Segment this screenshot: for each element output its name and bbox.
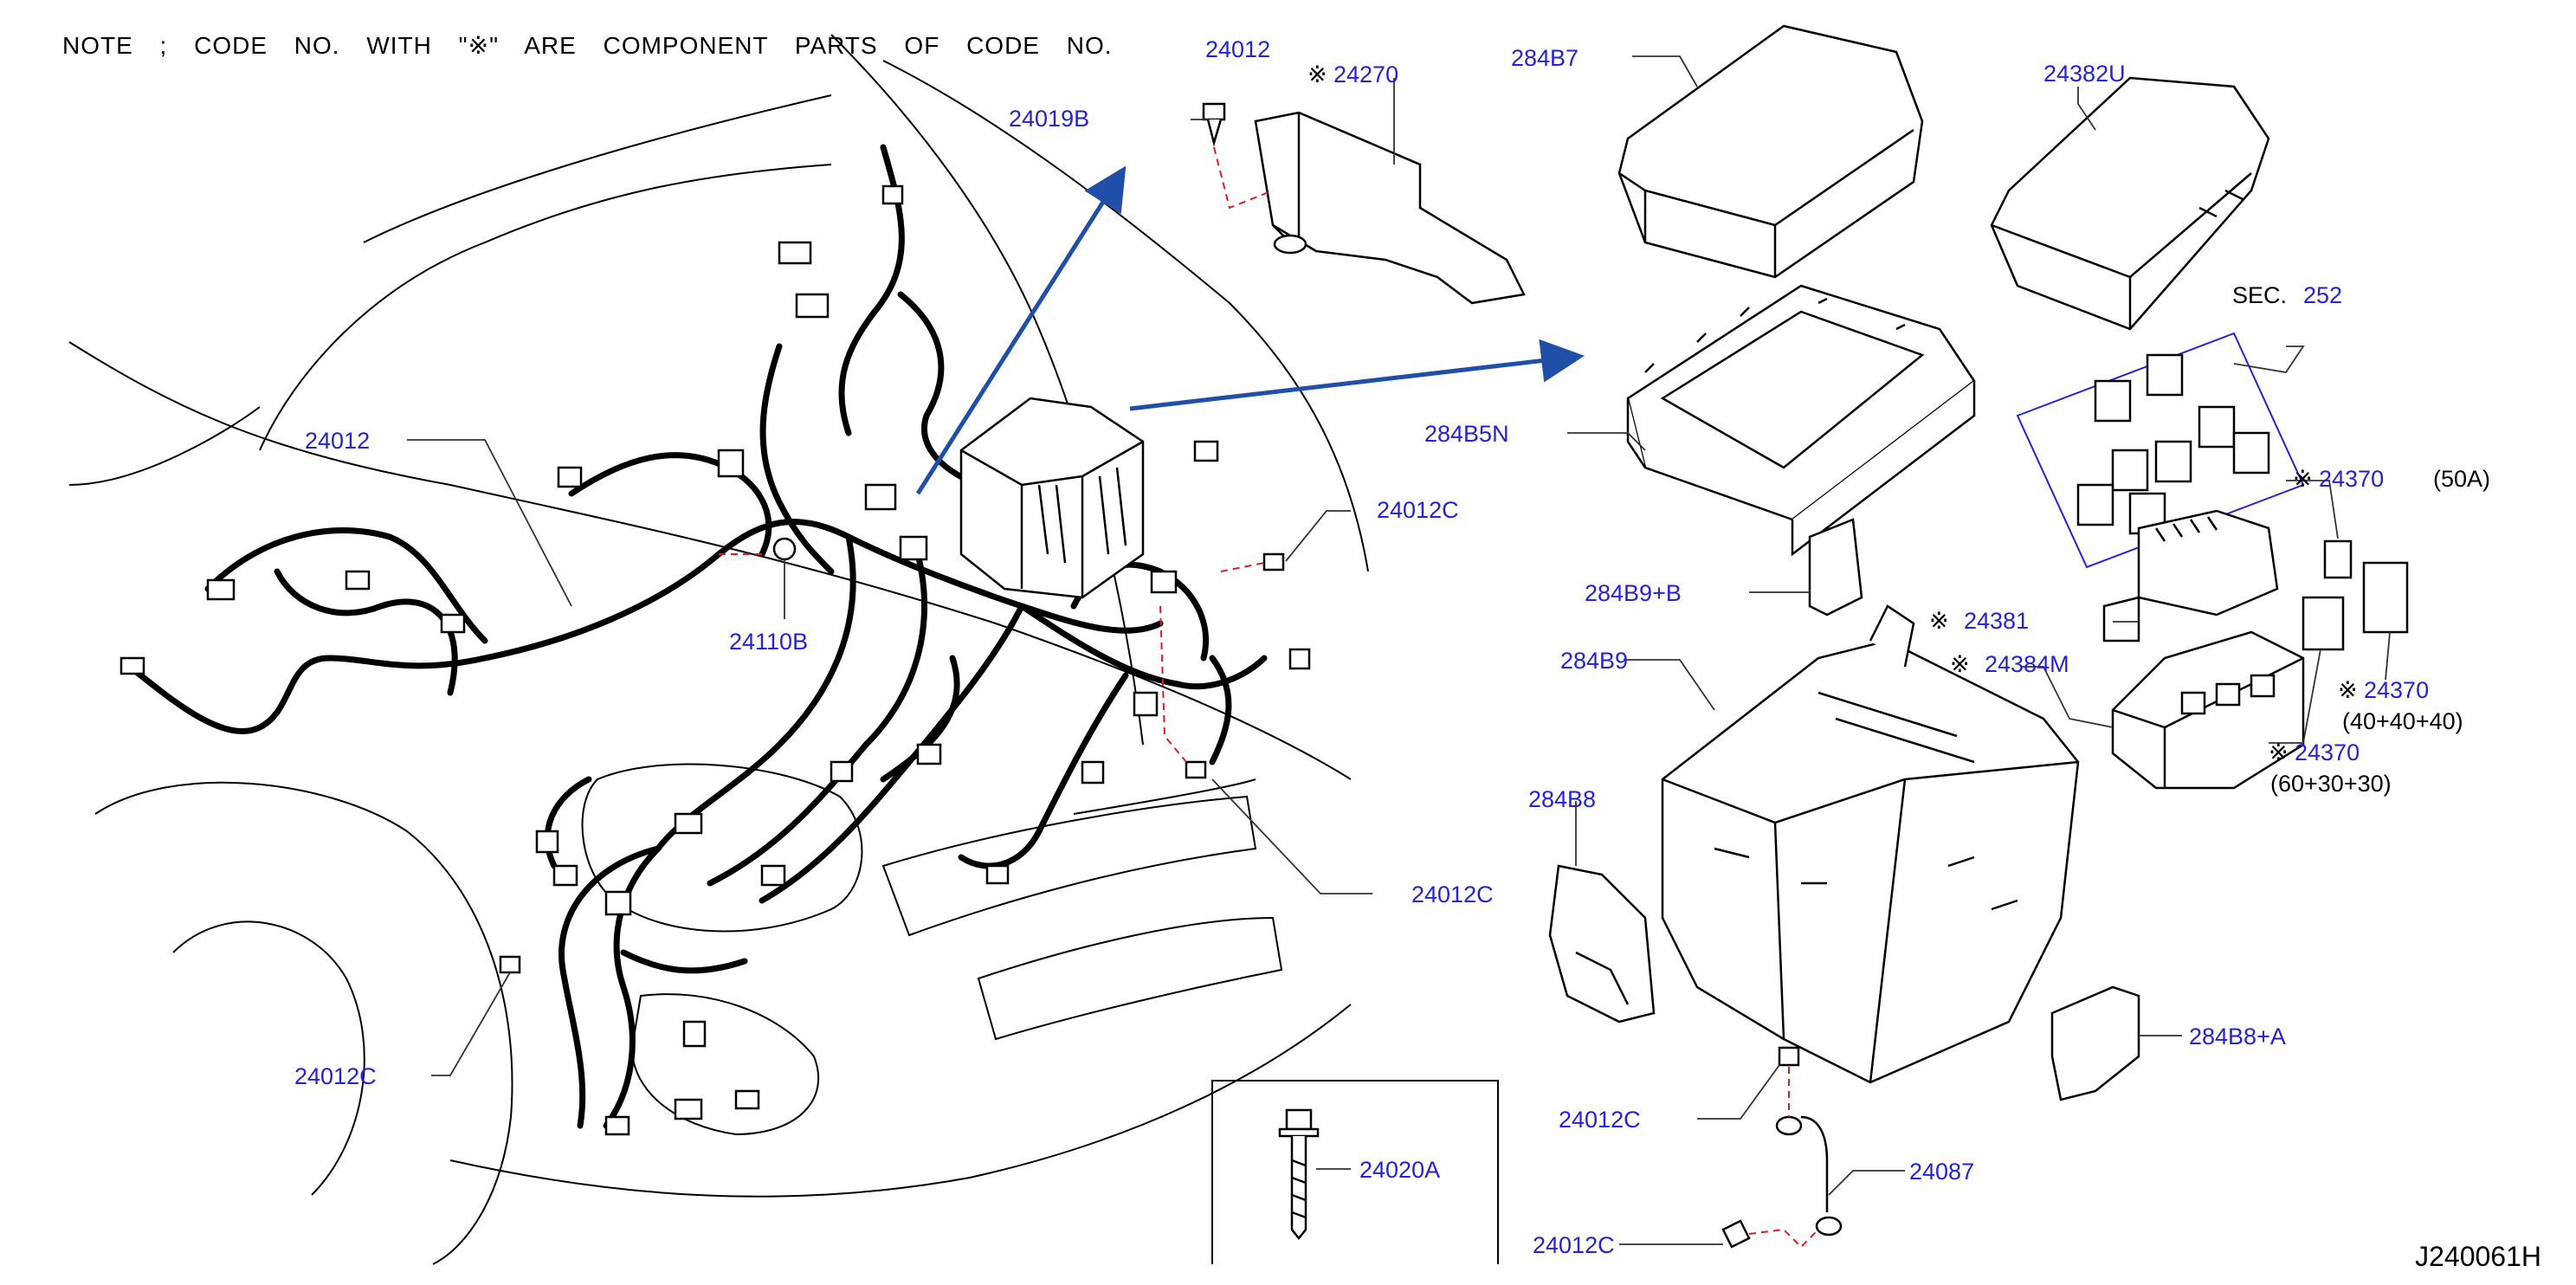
frame-284b5n (1626, 284, 1976, 557)
leader-lines (407, 55, 2391, 1245)
mark-24270: ※ (1307, 61, 1327, 87)
label-24270[interactable]: 24270 (1333, 61, 1398, 87)
label-24020a[interactable]: 24020A (1359, 1157, 1440, 1183)
label-24370-top[interactable]: 24370 (2319, 466, 2384, 492)
note-text-after: " ARE COMPONENT PARTS OF CODE NO. (489, 32, 1113, 59)
bolt-24020a (1278, 1108, 1320, 1241)
bolt-24110b (772, 537, 797, 561)
fuse-24370-50a (2323, 539, 2353, 579)
side-cover-284b8a (2050, 985, 2140, 1101)
note-text-before: NOTE ; CODE NO. WITH " (62, 32, 468, 59)
harness-connectors (119, 184, 1311, 1136)
label-284b5n[interactable]: 284B5N (1424, 421, 1509, 447)
mark-24370-mid: ※ (2338, 677, 2358, 703)
cover-284b7 (1617, 24, 1924, 279)
label-24012c-4[interactable]: 24012C (1559, 1107, 1641, 1133)
sec-prefix: SEC. (2232, 282, 2287, 308)
label-24382u[interactable]: 24382U (2043, 61, 2126, 87)
rating-404040: (40+40+40) (2342, 708, 2463, 734)
bolt-24019b (1202, 102, 1226, 147)
mark-24384m: ※ (1950, 651, 1970, 677)
label-24381[interactable]: 24381 (1964, 608, 2029, 634)
label-24087[interactable]: 24087 (1909, 1159, 1974, 1185)
label-24012c-5[interactable]: 24012C (1533, 1232, 1615, 1258)
lower-case-284b9 (1661, 604, 2080, 1084)
mark-24381: ※ (1929, 608, 1949, 634)
engine-room-harness (126, 144, 1268, 1129)
bolts-24012c (499, 552, 1800, 1249)
rating-50a: (50A) (2433, 466, 2490, 492)
drawing-number: J240061H (2415, 1241, 2541, 1272)
sec-number-252[interactable]: 252 (2303, 282, 2342, 308)
label-24019b[interactable]: 24019B (1009, 106, 1089, 132)
label-24384m[interactable]: 24384M (1985, 651, 2069, 677)
mark-24370-top: ※ (2293, 466, 2313, 492)
detail-callout-arrows (915, 165, 1585, 495)
fuse-block-24381 (2102, 509, 2279, 642)
bracket-24270 (1254, 111, 1526, 305)
label-24012c-3[interactable]: 24012C (294, 1063, 377, 1089)
label-24012c-2[interactable]: 24012C (1411, 881, 1494, 907)
relay-box-24384m (2111, 630, 2305, 790)
side-cover-284b8 (1548, 864, 1656, 1023)
label-284b9b[interactable]: 284B9+B (1585, 580, 1682, 606)
relays-252 (2076, 353, 2270, 535)
dashed-fastener-lines (719, 146, 1819, 1249)
label-284b8a[interactable]: 284B8+A (2189, 1023, 2286, 1049)
cover-24382u (1990, 76, 2270, 331)
rating-603030: (60+30+30) (2270, 771, 2392, 797)
detail-inset-box (1211, 1080, 1499, 1264)
component-note: NOTE ; CODE NO. WITH "※" ARE COMPONENT P… (62, 31, 1113, 60)
label-24012-top[interactable]: 24012 (1205, 36, 1270, 62)
label-24012-left[interactable]: 24012 (305, 428, 370, 454)
ground-cable-24087 (1775, 1115, 1843, 1237)
mark-24370-low: ※ (2269, 739, 2289, 765)
label-24110b[interactable]: 24110B (729, 629, 808, 655)
label-284b9[interactable]: 284B9 (1560, 648, 1628, 674)
part-labels: 24012 ※ 24270 24019B 284B7 24382U 24012 … (294, 36, 2490, 1258)
label-24012c-1[interactable]: 24012C (1377, 497, 1459, 523)
vehicle-body-outline (68, 34, 1369, 1265)
component-mark-symbol: ※ (468, 32, 490, 59)
installed-fuse-relay-box (959, 397, 1145, 599)
bracket-284b9b (1808, 518, 1863, 617)
label-24370-mid[interactable]: 24370 (2364, 677, 2429, 703)
fusible-link-24370 (2302, 561, 2409, 651)
label-284b8[interactable]: 284B8 (1528, 786, 1596, 812)
label-24370-low[interactable]: 24370 (2295, 739, 2360, 765)
label-284b7[interactable]: 284B7 (1511, 45, 1579, 71)
